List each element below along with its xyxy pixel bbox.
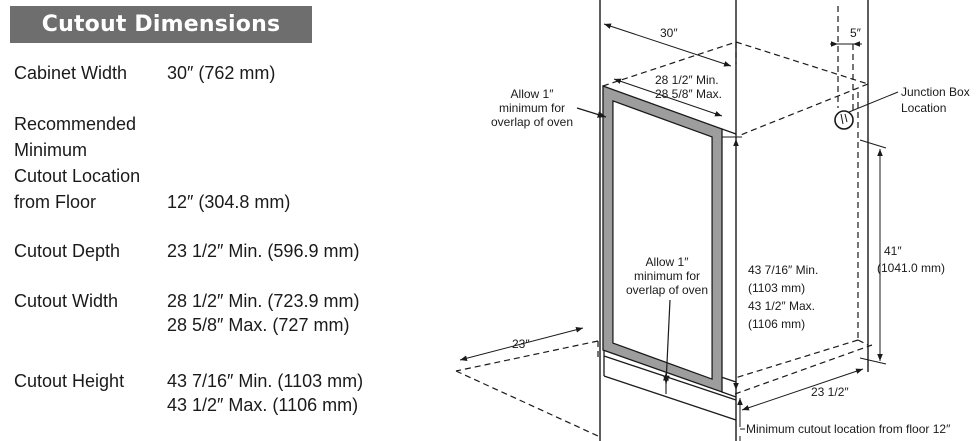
dim-height-line-1: 43 7/16″ Min.	[748, 263, 818, 277]
overlap-bottom-line-2: minimum for	[634, 269, 700, 283]
min-location-label-line-1: Recommended	[14, 114, 137, 134]
dim-41-ext-top	[859, 139, 887, 149]
junction-box-label-2: Location	[901, 101, 946, 115]
frame-edge-bottom	[721, 391, 737, 398]
dim-30-label: 30″	[660, 26, 678, 40]
overlap-bottom-line-1: Allow 1″	[646, 255, 690, 269]
cutout-depth-value: 23 1/2″ Min. (596.9 mm)	[167, 241, 360, 261]
min-location-label-line-3: Cutout Location	[14, 166, 141, 186]
dim-23-arrow	[459, 327, 584, 361]
floor-note-label: Minimum cutout location from floor 12″	[746, 422, 951, 436]
dim-23-half-arrow	[741, 368, 864, 411]
cutout-height-value-max: 43 1/2″ Max. (1106 mm)	[167, 395, 359, 415]
min-location-label-line-4: from Floor	[14, 192, 97, 212]
dim-5-label: 5″	[850, 26, 862, 40]
dim-30-arrow	[603, 23, 732, 67]
cutout-depth-label: Cutout Depth	[14, 241, 121, 261]
junction-box-label-1: Junction Box	[901, 85, 970, 99]
overlap-bottom-line-3: overlap of oven	[626, 283, 708, 297]
cutout-width-value-max: 28 5/8″ Max. (727 mm)	[167, 315, 350, 335]
dim-41-ext-bottom	[859, 357, 887, 365]
dim-41-mm-label: (1041.0 mm)	[877, 261, 945, 275]
overlap-bottom-leader	[663, 299, 671, 385]
dim-height-line-2: (1103 mm)	[748, 281, 805, 295]
dim-41-label: 41″	[884, 244, 902, 258]
dim-height-line-4: (1106 mm)	[748, 317, 805, 331]
overlap-top-line-2: minimum for	[499, 101, 565, 115]
cutout-height-value-min: 43 7/16″ Min. (1103 mm)	[167, 371, 364, 391]
min-location-value: 12″ (304.8 mm)	[167, 192, 291, 212]
dim-23-half-label: 23 1/2″	[811, 385, 849, 399]
frame-edge-top	[721, 128, 737, 135]
overlap-top-leader	[576, 107, 607, 118]
junction-box-wire	[840, 113, 848, 125]
dim-cutout-width-arrow	[613, 78, 723, 117]
oven-opening	[612, 100, 713, 380]
cabinet-width-value: 30″ (762 mm)	[167, 63, 276, 83]
cutout-width-label: Cutout Width	[14, 291, 119, 311]
junction-box-leader	[848, 91, 899, 113]
junction-box-marker	[834, 110, 854, 130]
overlap-top-line-1: Allow 1″	[511, 87, 555, 101]
dim-23-label: 23″	[512, 337, 530, 351]
dim-cutout-width-max: 28 5/8″ Max.	[655, 87, 722, 101]
dim-height-line-3: 43 1/2″ Max.	[748, 299, 815, 313]
dim-cutout-width-min: 28 1/2″ Min.	[655, 73, 719, 87]
cutout-height-label: Cutout Height	[14, 371, 125, 391]
cutout-width-value-min: 28 1/2″ Min. (723.9 mm)	[167, 291, 360, 311]
cabinet-width-label: Cabinet Width	[14, 63, 128, 83]
overlap-top-line-3: overlap of oven	[491, 115, 573, 129]
section-heading: Cutout Dimensions	[10, 6, 312, 43]
min-location-label-line-2: Minimum	[14, 140, 88, 160]
